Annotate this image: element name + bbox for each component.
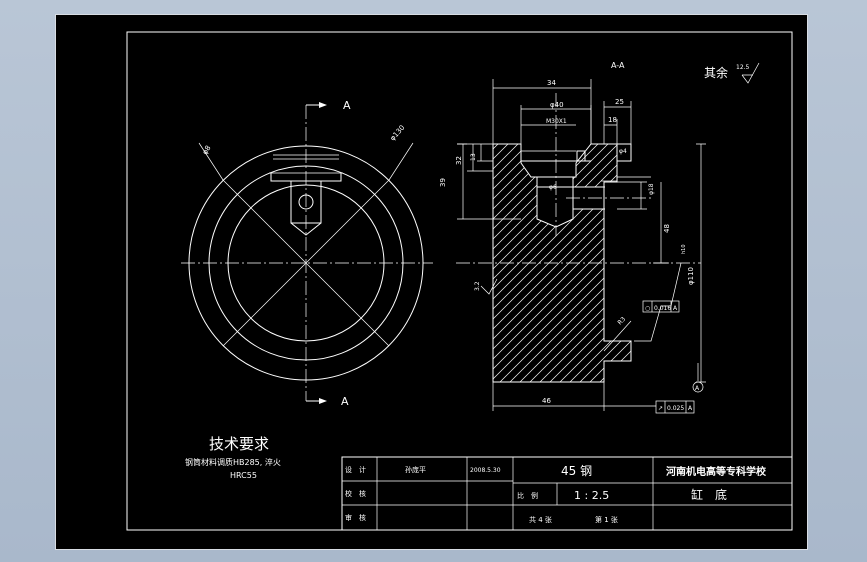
school-name: 河南机电高等专科学校 [666, 465, 767, 478]
dim-phi6: φ6 [549, 184, 557, 191]
dim-18: 18 [608, 116, 617, 124]
svg-text:A: A [673, 305, 678, 312]
material: 45 钢 [561, 464, 592, 478]
scale-label: 比 例 [517, 491, 538, 500]
drawing-sheet[interactable]: φ8 φ130 A A A-A [55, 14, 808, 550]
dim-r3: R3 [616, 316, 627, 327]
tolerance-runout: ↗ 0.025 A [655, 400, 695, 414]
dim-39: 39 [439, 178, 447, 187]
svg-text:0.025: 0.025 [667, 405, 684, 412]
total-sheets: 共 4 张 [529, 515, 552, 524]
datum-symbol: A [692, 363, 704, 393]
svg-text:A: A [695, 385, 700, 392]
dim-h10: h10 [681, 244, 687, 254]
svg-text:A: A [688, 405, 693, 412]
cut-label-top: A [343, 99, 351, 112]
dim-phi4: φ4 [619, 148, 627, 155]
roughness-symbol-icon [741, 62, 760, 84]
dim-48: 48 [663, 224, 671, 233]
sheet-number: 第 1 张 [595, 515, 618, 524]
dim-d130-front: φ130 [389, 124, 407, 143]
section-title: A-A [611, 61, 625, 70]
dim-13: 13 [470, 153, 477, 161]
designer-name: 孙庞平 [405, 465, 426, 474]
dim-46: 46 [542, 397, 551, 405]
svg-text:○: ○ [645, 305, 650, 312]
tech-req-line2: HRC55 [230, 471, 257, 480]
dim-m30: M30X1 [546, 118, 567, 125]
design-date: 2008.5.30 [470, 467, 501, 474]
scale-value: 1 : 2.5 [574, 489, 609, 502]
part-name: 缸 底 [691, 487, 727, 502]
surface-finish-value: 12.5 [736, 64, 750, 71]
dim-34: 34 [547, 79, 556, 87]
svg-text:↗: ↗ [658, 405, 663, 412]
dim-32: 32 [455, 156, 463, 165]
section-view [456, 79, 706, 411]
dim-25: 25 [615, 98, 624, 106]
tech-req-line1: 钢筒材料调质HB285, 淬火 [185, 457, 281, 467]
roughness-3-2: 3.2 [474, 281, 481, 291]
front-view: φ8 φ130 [181, 102, 433, 404]
tolerance-roundness: ○ 0.016 A [642, 300, 680, 313]
dim-phi110: φ110 [687, 267, 695, 285]
cut-label-bottom: A [341, 395, 349, 408]
tech-req-title: 技术要求 [209, 435, 269, 453]
reviewer-label: 审 核 [345, 513, 366, 522]
svg-text:0.016: 0.016 [654, 305, 671, 312]
title-block [341, 456, 793, 531]
checker-label: 校 核 [345, 489, 366, 498]
surface-finish-label: 其余 [704, 65, 728, 80]
designer-label: 设 计 [345, 465, 366, 474]
dim-phi18: φ18 [648, 183, 655, 195]
dim-phi40: φ40 [550, 101, 564, 109]
dim-d8-front: φ8 [201, 144, 213, 156]
